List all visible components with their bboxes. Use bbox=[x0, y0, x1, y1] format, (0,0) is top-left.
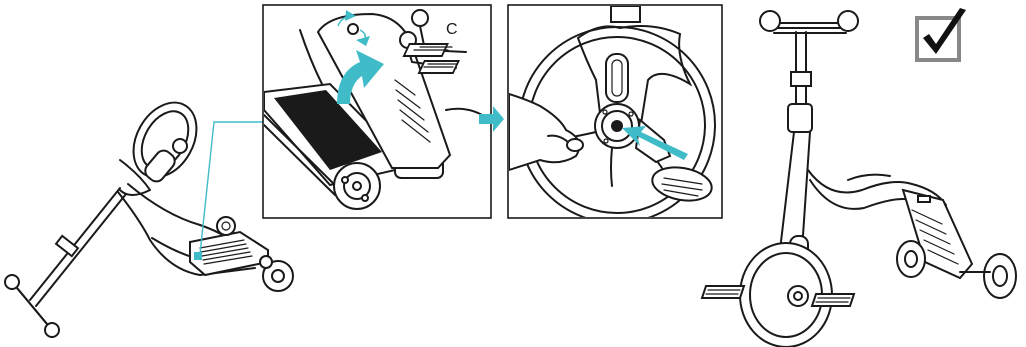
arrow-icon bbox=[622, 126, 688, 160]
arrow-right-icon bbox=[479, 106, 504, 132]
callout-label: C bbox=[446, 21, 458, 38]
callout-leader-line bbox=[199, 121, 263, 255]
scooter-assembled-illustration bbox=[700, 10, 1017, 347]
rotate-arrows-icon bbox=[337, 10, 370, 46]
scooter-folded-illustration bbox=[4, 101, 294, 338]
panel-1-illustration: C bbox=[264, 9, 490, 210]
panel-2-illustration bbox=[509, 6, 716, 217]
checkmark-icon bbox=[915, 8, 966, 62]
curved-arrow-icon bbox=[337, 50, 384, 104]
